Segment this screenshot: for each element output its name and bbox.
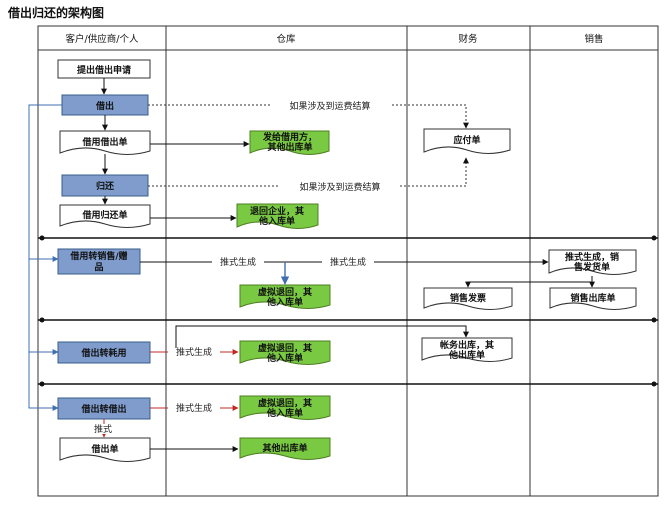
- note-push-5: 推式: [94, 423, 112, 435]
- connector-left-bus: [28, 104, 62, 409]
- node-to-sale-line1: 借用转销售/赠: [69, 250, 127, 262]
- node-virt-return-2-line1: 虚拟退回，其: [258, 342, 312, 354]
- separator-dot: [39, 235, 45, 241]
- note-push-1: 推式生成: [220, 256, 256, 268]
- node-payable-label: 应付单: [453, 134, 480, 146]
- node-push-sale: [548, 249, 637, 275]
- note-bg: [168, 346, 220, 357]
- node-to-lend-label: 借出转借出: [80, 403, 126, 415]
- node-return-in-line2: 他入库单: [258, 215, 295, 227]
- node-virt-return-3-line1: 虚拟退回，其: [258, 397, 312, 409]
- node-to-consume-label: 借出转耗用: [80, 347, 126, 359]
- node-sales-out: [549, 287, 637, 310]
- arrow-to-acct-out: [175, 325, 469, 348]
- node-send-out-line2: 其他出库单: [267, 141, 312, 153]
- separator-dot: [39, 317, 45, 323]
- diagram-frame: [37, 25, 659, 497]
- node-return-doc: [59, 204, 151, 228]
- note-bg: [168, 402, 220, 413]
- node-lend-doc-2: [59, 437, 151, 462]
- note-freight-1: 如果涉及到运费结算: [289, 100, 370, 112]
- note-freight-2: 如果涉及到运费结算: [299, 181, 380, 193]
- node-lend-doc: [59, 130, 151, 155]
- node-lend-doc-label: 借用借出单: [81, 136, 127, 148]
- node-return-doc-label: 借用归还单: [81, 209, 127, 221]
- lane-header-customer: 客户/供应商/个人: [66, 33, 139, 45]
- note-push-2: 推式生成: [330, 256, 366, 268]
- note-bg: [212, 256, 264, 267]
- lane-header-sales: 销售: [584, 33, 603, 45]
- note-bg: [90, 424, 116, 434]
- node-virt-return-2-line2: 他入库单: [266, 352, 303, 364]
- node-virt-return-2: [239, 340, 331, 365]
- dotted-freight-2: [148, 157, 469, 187]
- separator-dot: [651, 317, 657, 323]
- node-lend-label: 借出: [95, 100, 114, 112]
- node-return-in-line1: 退回企业，其: [250, 205, 304, 217]
- note-bg: [322, 256, 374, 267]
- node-acct-out: [421, 337, 513, 362]
- node-sales-invoice-label: 销售发票: [450, 292, 486, 304]
- lane-header-warehouse: 仓库: [276, 33, 296, 45]
- node-other-out: [239, 437, 331, 460]
- node-push-sale-line1: 推式生成，销: [565, 251, 619, 263]
- node-send-out-line1: 发给借用方，: [262, 131, 317, 143]
- diagram-title: 借出归还的架构图: [7, 5, 104, 20]
- node-push-sale-line2: 售发货单: [573, 261, 610, 273]
- node-sales-invoice: [423, 287, 513, 310]
- note-bg: [270, 99, 390, 111]
- node-other-out-label: 其他出库单: [262, 442, 307, 454]
- note-push-3: 推式生成: [176, 346, 212, 358]
- node-return-label: 归还: [96, 180, 115, 192]
- separator-dot: [651, 235, 657, 241]
- separator-dot: [651, 381, 657, 387]
- node-acct-out-line2: 他出库单: [448, 349, 485, 361]
- node-virt-return-1-line1: 虚拟退回，其: [258, 286, 312, 298]
- note-push-4: 推式生成: [176, 402, 212, 414]
- lane-header-finance: 财务: [458, 33, 478, 45]
- node-payable: [423, 128, 511, 154]
- node-virt-return-3: [239, 395, 331, 420]
- node-start-label: 提出借出申请: [77, 64, 131, 76]
- node-return-in: [236, 203, 319, 229]
- node-send-out: [249, 130, 330, 155]
- node-lend-doc-2-label: 借出单: [90, 443, 118, 455]
- node-to-sale-line2: 品: [94, 262, 103, 273]
- dotted-freight-1: [148, 104, 469, 129]
- node-sales-out-label: 销售出库单: [570, 292, 615, 304]
- node-virt-return-1: [239, 284, 331, 309]
- separator-dot: [39, 381, 45, 387]
- node-virt-return-3-line2: 他入库单: [266, 407, 303, 419]
- node-virt-return-1-line2: 他入库单: [266, 296, 303, 308]
- node-acct-out-line1: 帐务出库，其: [440, 339, 494, 351]
- note-bg: [280, 180, 400, 192]
